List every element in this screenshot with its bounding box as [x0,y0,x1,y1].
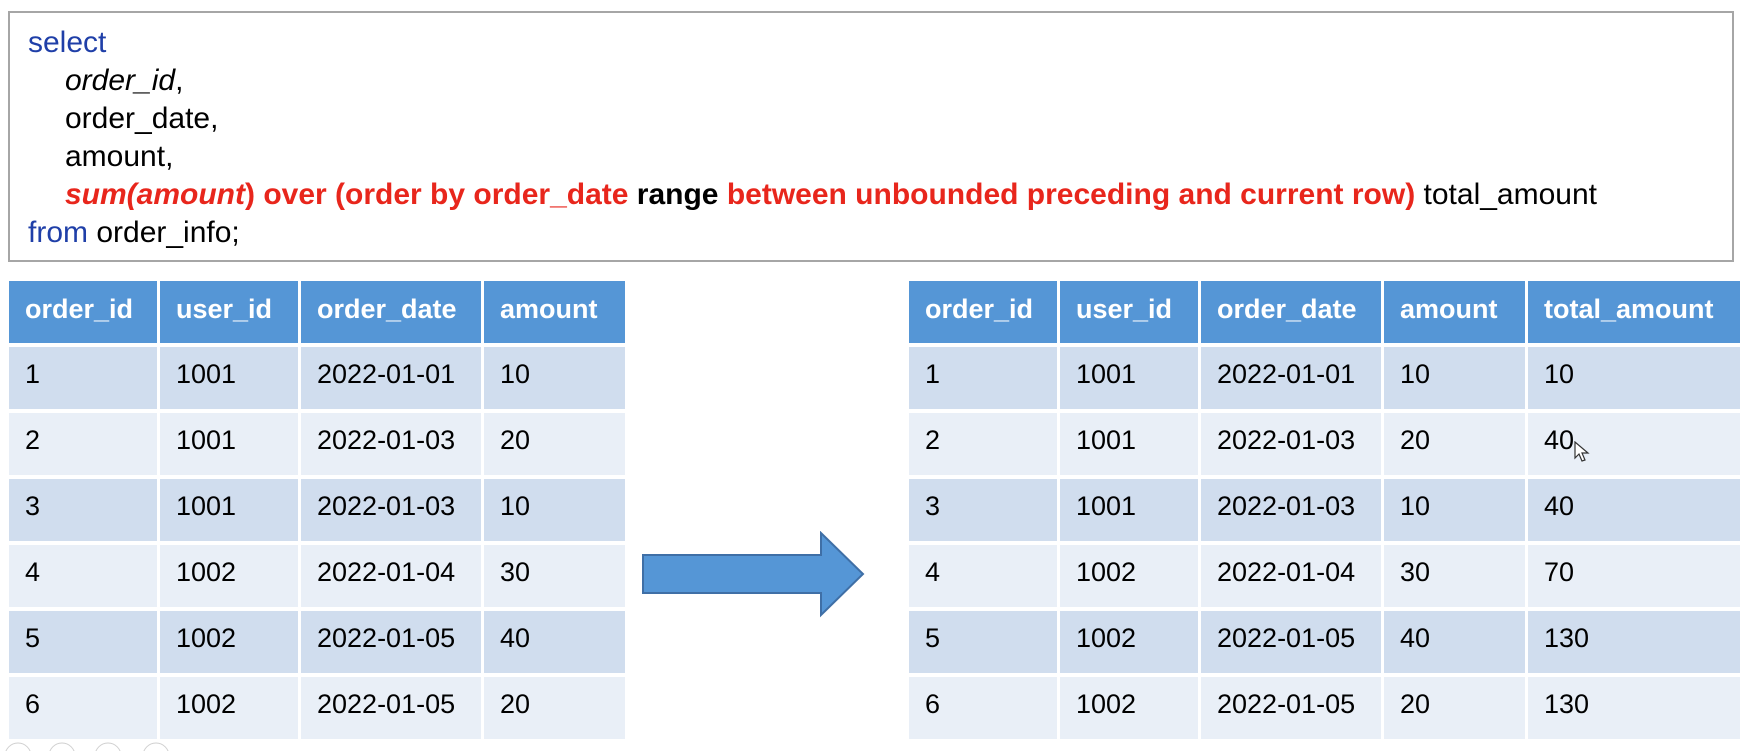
table-cell-amount: 20 [484,413,625,475]
table-cell-amount: 40 [484,611,625,673]
table-cell-total-amount: 130 [1528,611,1740,673]
table-cell-order-id: 6 [9,677,157,739]
table-cell-order-date: 2022-01-04 [1201,545,1381,607]
sql-alias: total_amount [1415,178,1597,211]
right-arrow-icon [642,531,865,618]
table-cell-order-id: 3 [909,479,1057,541]
table-cell-amount: 30 [1384,545,1525,607]
sql-window-function-line: sum(amount) over (order by order_date ra… [65,176,1597,214]
sql-table-name: order_info; [88,216,240,249]
table-cell-user-id: 1001 [1060,347,1198,409]
table-cell-order-date: 2022-01-04 [301,545,481,607]
column-header-total-amount: total_amount [1528,281,1740,343]
table-cell-amount: 40 [1384,611,1525,673]
table-cell-user-id: 1002 [1060,677,1198,739]
table-cell-user-id: 1001 [160,347,298,409]
table-cell-order-id: 5 [9,611,157,673]
table-cell-order-date: 2022-01-05 [301,611,481,673]
table-cell-amount: 30 [484,545,625,607]
table-cell-order-id: 4 [9,545,157,607]
table-cell-user-id: 1002 [160,677,298,739]
sql-select-keyword: select [28,26,107,59]
table-cell-amount: 10 [484,347,625,409]
column-header-user-id: user_id [1060,281,1198,343]
table-cell-order-id: 3 [9,479,157,541]
table-cell-order-date: 2022-01-05 [1201,611,1381,673]
table-cell-user-id: 1001 [1060,413,1198,475]
table-cell-order-id: 2 [9,413,157,475]
table-cell-order-id: 1 [9,347,157,409]
column-header-order-id: order_id [9,281,157,343]
column-header-order-date: order_date [1201,281,1381,343]
table-cell-order-date: 2022-01-05 [301,677,481,739]
slide-nav-controls [5,742,169,751]
table-cell-order-date: 2022-01-03 [301,479,481,541]
table-cell-amount: 20 [484,677,625,739]
table-cell-order-date: 2022-01-03 [301,413,481,475]
column-header-order-date: order_date [301,281,481,343]
column-header-amount: amount [484,281,625,343]
table-cell-total-amount: 10 [1528,347,1740,409]
table-cell-total-amount: 40 [1528,479,1740,541]
sql-line-order-id: order_id, [65,62,183,100]
sql-order-id-column: order_id [65,64,176,97]
sql-range-keyword: range [636,178,719,211]
table-cell-amount: 20 [1384,413,1525,475]
table-cell-user-id: 1002 [160,611,298,673]
sql-comma: , [175,64,184,97]
table-cell-user-id: 1001 [160,479,298,541]
table-cell-user-id: 1001 [160,413,298,475]
table-cell-order-id: 1 [909,347,1057,409]
table-cell-user-id: 1002 [160,545,298,607]
table-cell-order-id: 4 [909,545,1057,607]
sql-from-keyword: from [28,216,88,249]
sql-amount-column: amount, [65,140,174,173]
sql-code-box: select order_id, order_date, amount, sum… [8,11,1734,262]
table-cell-order-date: 2022-01-05 [1201,677,1381,739]
table-cell-amount: 10 [484,479,625,541]
mouse-cursor-icon [1574,441,1590,462]
table-cell-amount: 10 [1384,347,1525,409]
table-cell-total-amount: 130 [1528,677,1740,739]
sql-frame-clause: between unbounded preceding and current … [718,178,1416,211]
table-cell-amount: 10 [1384,479,1525,541]
sql-order-date-column: order_date, [65,102,219,135]
column-header-user-id: user_id [160,281,298,343]
table-cell-user-id: 1002 [1060,545,1198,607]
sql-from-line: from order_info; [28,214,240,252]
table-cell-order-id: 5 [909,611,1057,673]
table-cell-order-date: 2022-01-03 [1201,479,1381,541]
table-cell-amount: 20 [1384,677,1525,739]
table-cell-total-amount: 40 [1528,413,1740,475]
sql-over-clause: ) over (order by order_date [245,178,637,211]
sql-sum-function: sum(amount [65,178,245,211]
table-cell-order-id: 6 [909,677,1057,739]
table-cell-order-date: 2022-01-01 [301,347,481,409]
table-cell-total-amount: 70 [1528,545,1740,607]
column-header-order-id: order_id [909,281,1057,343]
table-cell-user-id: 1002 [1060,611,1198,673]
table-cell-order-date: 2022-01-03 [1201,413,1381,475]
column-header-amount: amount [1384,281,1525,343]
table-cell-user-id: 1001 [1060,479,1198,541]
table-cell-order-date: 2022-01-01 [1201,347,1381,409]
table-cell-order-id: 2 [909,413,1057,475]
